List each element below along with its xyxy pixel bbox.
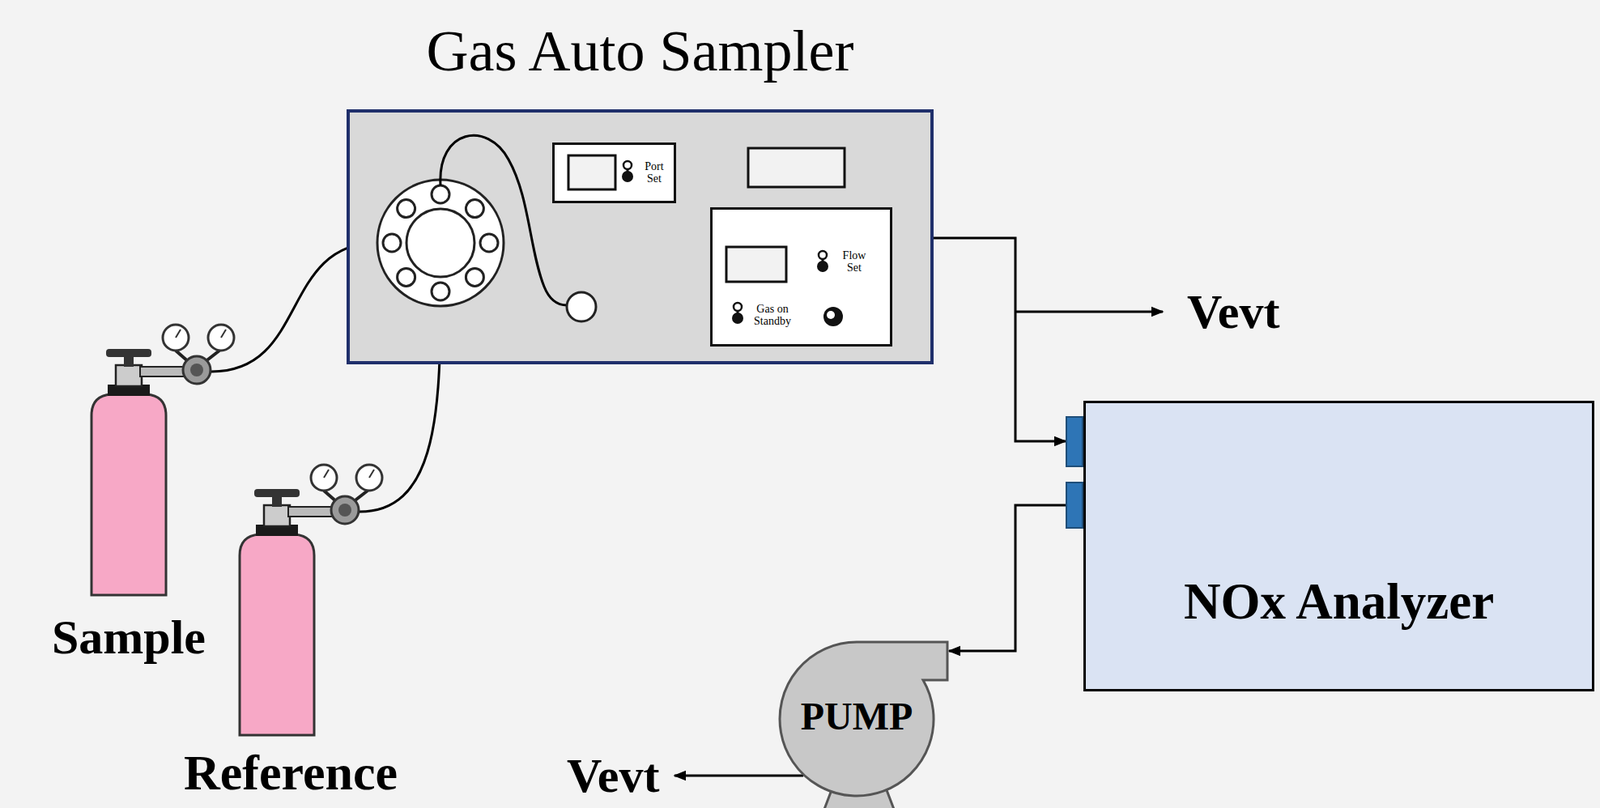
- pump: PUMP: [770, 631, 949, 808]
- drawing-part: [162, 324, 189, 351]
- drawing-part: [331, 496, 359, 524]
- gas-cylinder: Sample: [85, 311, 247, 660]
- drawing-part: [377, 179, 504, 307]
- toggle-switch: [712, 209, 890, 345]
- drawing-part: [817, 260, 829, 273]
- drawing-part: [726, 246, 787, 282]
- drawing-part: [221, 329, 226, 338]
- drawing-part: [369, 469, 375, 478]
- cylinder-drawing: [233, 451, 396, 744]
- switch-label: Gas on Standby: [745, 303, 800, 328]
- flow-panel: Flow SetGas on Standby: [710, 207, 893, 347]
- drawing-part: [748, 148, 845, 188]
- drawing-part: [254, 489, 300, 498]
- drawing-part: [91, 394, 166, 596]
- gas-line: [933, 238, 1066, 442]
- inlet-port: [1065, 416, 1084, 468]
- drawing-part: [356, 464, 383, 491]
- drawing-part: [440, 135, 567, 306]
- sampler-housing: Port SetFlow SetGas on StandbyGas Auto S…: [346, 109, 934, 365]
- drawing-part: [382, 234, 401, 252]
- drawing-part: [263, 505, 290, 527]
- drawing-part: [465, 268, 484, 286]
- drawing-part: [106, 348, 152, 358]
- drawing-part: [239, 534, 315, 736]
- drawing-part: [123, 355, 134, 367]
- drawing-part: [623, 161, 632, 170]
- gas-cylinder: Reference: [233, 451, 396, 800]
- drawing-part: [140, 366, 186, 377]
- cylinder-label: Reference: [169, 747, 413, 798]
- drawing-part: [465, 200, 484, 218]
- switch-label: Flow Set: [836, 250, 873, 274]
- drawing-part: [115, 365, 142, 387]
- title: Gas Auto Sampler: [349, 21, 931, 81]
- drawing-part: [338, 503, 352, 517]
- drawing-part: [621, 170, 634, 183]
- inlet-port: [1065, 481, 1084, 529]
- vent-label: Vevt: [1187, 287, 1280, 337]
- drawing-part: [208, 324, 235, 351]
- drawing-part: [190, 363, 204, 377]
- drawing-part: [310, 464, 337, 491]
- vent-label: Vevt: [566, 751, 660, 800]
- drawing-part: [175, 329, 181, 338]
- pump-label: PUMP: [770, 697, 943, 737]
- drawing-part: [182, 356, 211, 384]
- vent-line: [674, 774, 804, 778]
- drawing-part: [818, 251, 827, 260]
- drawing-part: [397, 200, 416, 218]
- port-panel: Port Set: [552, 142, 677, 204]
- drawing-part: [823, 306, 843, 327]
- gas-line: [948, 505, 1066, 652]
- cylinder-label: Sample: [7, 612, 251, 662]
- drawing-part: [323, 469, 329, 478]
- drawing-part: [826, 310, 835, 320]
- drawing-part: [731, 312, 744, 324]
- drawing-part: [397, 268, 416, 286]
- drawing-part: [568, 155, 616, 190]
- drawing-part: [431, 185, 450, 204]
- switch-label: Port Set: [636, 161, 673, 185]
- drawing-part: [733, 302, 742, 311]
- analyzer-label: NOx Analyzer: [1085, 576, 1592, 628]
- vent-line: [1015, 310, 1163, 314]
- cylinder-drawing: [85, 311, 247, 604]
- drawing-part: [566, 292, 596, 322]
- analyzer-box: NOx Analyzer: [1083, 400, 1595, 692]
- drawing-part: [480, 234, 498, 252]
- drawing-part: [288, 506, 334, 517]
- drawing-part: [406, 208, 475, 277]
- drawing-part: [431, 282, 450, 301]
- drawing-part: [272, 495, 282, 507]
